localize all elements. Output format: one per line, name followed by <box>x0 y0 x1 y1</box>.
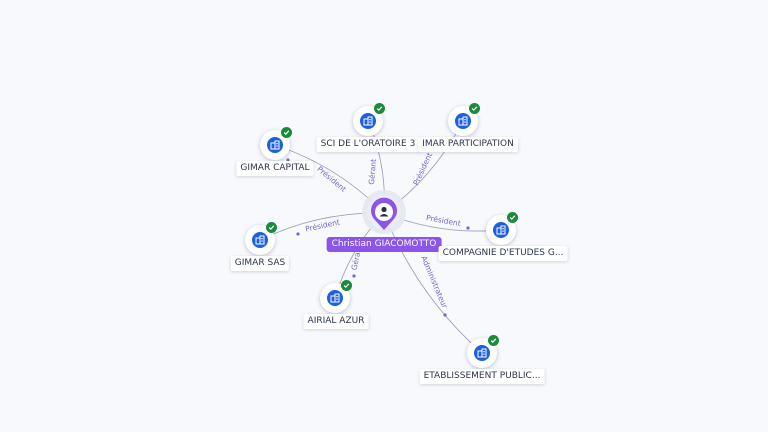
company-label-gcap[interactable]: GIMAR CAPITAL <box>236 161 314 176</box>
company-label-gsas[interactable]: GIMAR SAS <box>230 256 290 271</box>
edge-arrow-gcap <box>286 158 290 162</box>
edge-arrow-etab <box>443 313 447 317</box>
center-node[interactable] <box>362 190 406 234</box>
edge-label-ceg: Président <box>425 213 461 228</box>
check-icon <box>488 335 499 346</box>
check-icon <box>507 212 518 223</box>
edge-arrow-airial <box>352 274 356 278</box>
person-icon <box>379 206 389 217</box>
edge-label-gsas: Président <box>304 218 340 234</box>
company-label-ceg[interactable]: COMPAGNIE D'ETUDES G... <box>438 246 568 261</box>
edge-arrow-gsas <box>296 232 300 236</box>
company-node-imar[interactable] <box>448 103 480 136</box>
company-label-airial[interactable]: AIRIAL AZUR <box>303 314 369 329</box>
building-icon <box>493 222 509 238</box>
building-icon <box>455 113 471 129</box>
edge-arrow-ceg <box>466 226 470 230</box>
check-icon <box>374 103 385 114</box>
company-node-etab[interactable] <box>467 335 499 368</box>
check-icon <box>469 103 480 114</box>
company-label-etab[interactable]: ETABLISSEMENT PUBLIC... <box>419 369 545 384</box>
edge-label-imar: Président <box>411 151 434 187</box>
building-icon <box>252 232 268 248</box>
building-icon <box>327 290 343 306</box>
company-label-imar[interactable]: IMAR PARTICIPATION <box>418 137 518 152</box>
check-icon <box>266 222 277 233</box>
check-icon <box>281 127 292 138</box>
building-icon <box>267 137 283 153</box>
company-node-sci[interactable] <box>353 103 385 136</box>
company-node-ceg[interactable] <box>486 212 518 245</box>
company-node-gcap[interactable] <box>260 127 292 160</box>
center-node-label[interactable]: Christian GIACOMOTTO <box>326 237 442 252</box>
company-label-sci[interactable]: SCI DE L'ORATOIRE 3 <box>316 137 420 152</box>
building-icon <box>360 113 376 129</box>
company-node-airial[interactable] <box>320 280 352 313</box>
building-icon <box>474 345 490 361</box>
edge-label-sci: Gérant <box>367 158 378 185</box>
company-node-gsas[interactable] <box>245 222 277 255</box>
check-icon <box>341 280 352 291</box>
